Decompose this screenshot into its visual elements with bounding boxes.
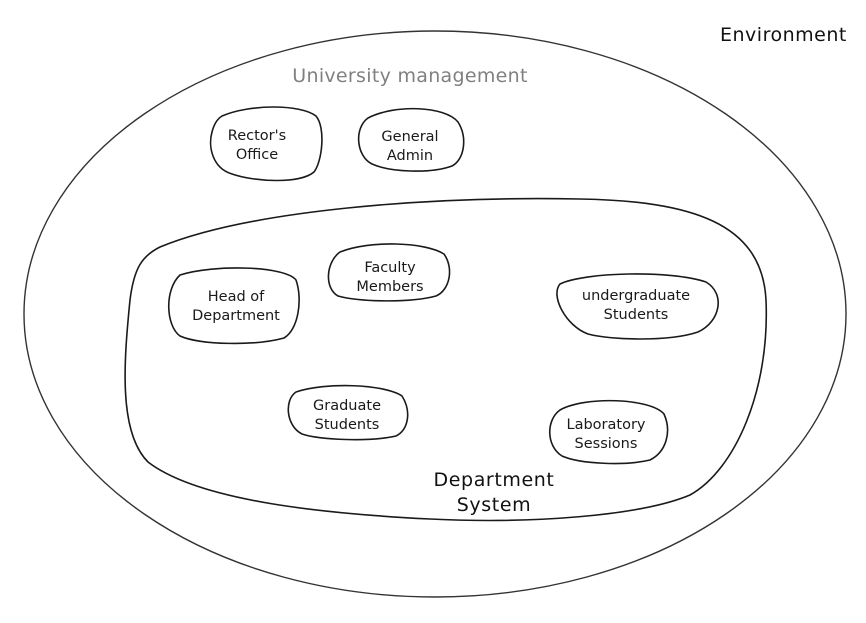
undergraduate-students-line2: Students — [603, 307, 669, 323]
university-boundary — [23, 30, 847, 598]
rectors-office-line2: Office — [235, 147, 279, 163]
general-admin-label: General Admin — [381, 128, 438, 166]
environment-label: Environment — [720, 24, 847, 46]
rectors-office-line1: Rector's — [227, 128, 287, 144]
faculty-members-blob — [327, 243, 451, 302]
laboratory-sessions-label: Laboratory Sessions — [567, 416, 646, 454]
head-of-department-line1: Head of — [207, 289, 265, 305]
faculty-members-line2: Members — [356, 279, 424, 295]
undergraduate-students-label: undergraduate Students — [582, 287, 690, 325]
undergraduate-students-line1: undergraduate — [581, 288, 691, 304]
department-boundary — [124, 197, 768, 522]
laboratory-sessions-blob — [548, 399, 669, 465]
rectors-office-blob — [209, 106, 323, 182]
university-label: University management — [292, 65, 528, 87]
graduate-students-line1: Graduate — [313, 398, 381, 414]
head-of-department-blob — [168, 267, 300, 345]
graduate-students-blob — [287, 384, 409, 441]
graduate-students-label: Graduate Students — [313, 397, 381, 435]
graduate-students-line2: Students — [314, 417, 380, 433]
laboratory-sessions-line1: Laboratory — [566, 417, 646, 433]
head-of-department-label: Head of Department — [192, 288, 280, 326]
undergraduate-students-blob — [556, 273, 719, 340]
head-of-department-line2: Department — [192, 308, 280, 324]
laboratory-sessions-line2: Sessions — [574, 436, 638, 452]
faculty-members-label: Faculty Members — [356, 259, 423, 297]
general-admin-line1: General — [381, 129, 439, 145]
department-system-line1: Department — [433, 469, 555, 491]
faculty-members-line1: Faculty — [364, 260, 416, 276]
general-admin-line2: Admin — [386, 148, 434, 164]
department-system-line2: System — [456, 494, 532, 516]
general-admin-blob — [357, 107, 465, 172]
department-system-label: Department System — [434, 468, 555, 518]
rectors-office-label: Rector's Office — [228, 127, 286, 165]
